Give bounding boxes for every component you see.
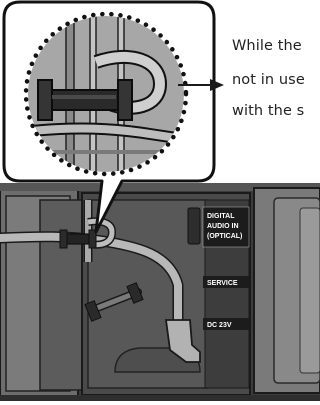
dc-label: DC 23V <box>207 322 232 329</box>
caption-line-1: While the <box>232 38 302 54</box>
caption-line-3: with the s <box>232 103 304 119</box>
caption-line-2: not in use <box>232 72 305 88</box>
digital-audio-label-line2: AUDIO IN <box>207 223 239 230</box>
service-label: SERVICE <box>207 280 238 287</box>
digital-audio-label-line3: (OPTICAL) <box>207 233 242 240</box>
device-rear-panel <box>0 183 320 401</box>
digital-audio-label-line1: DIGITAL <box>207 213 235 220</box>
